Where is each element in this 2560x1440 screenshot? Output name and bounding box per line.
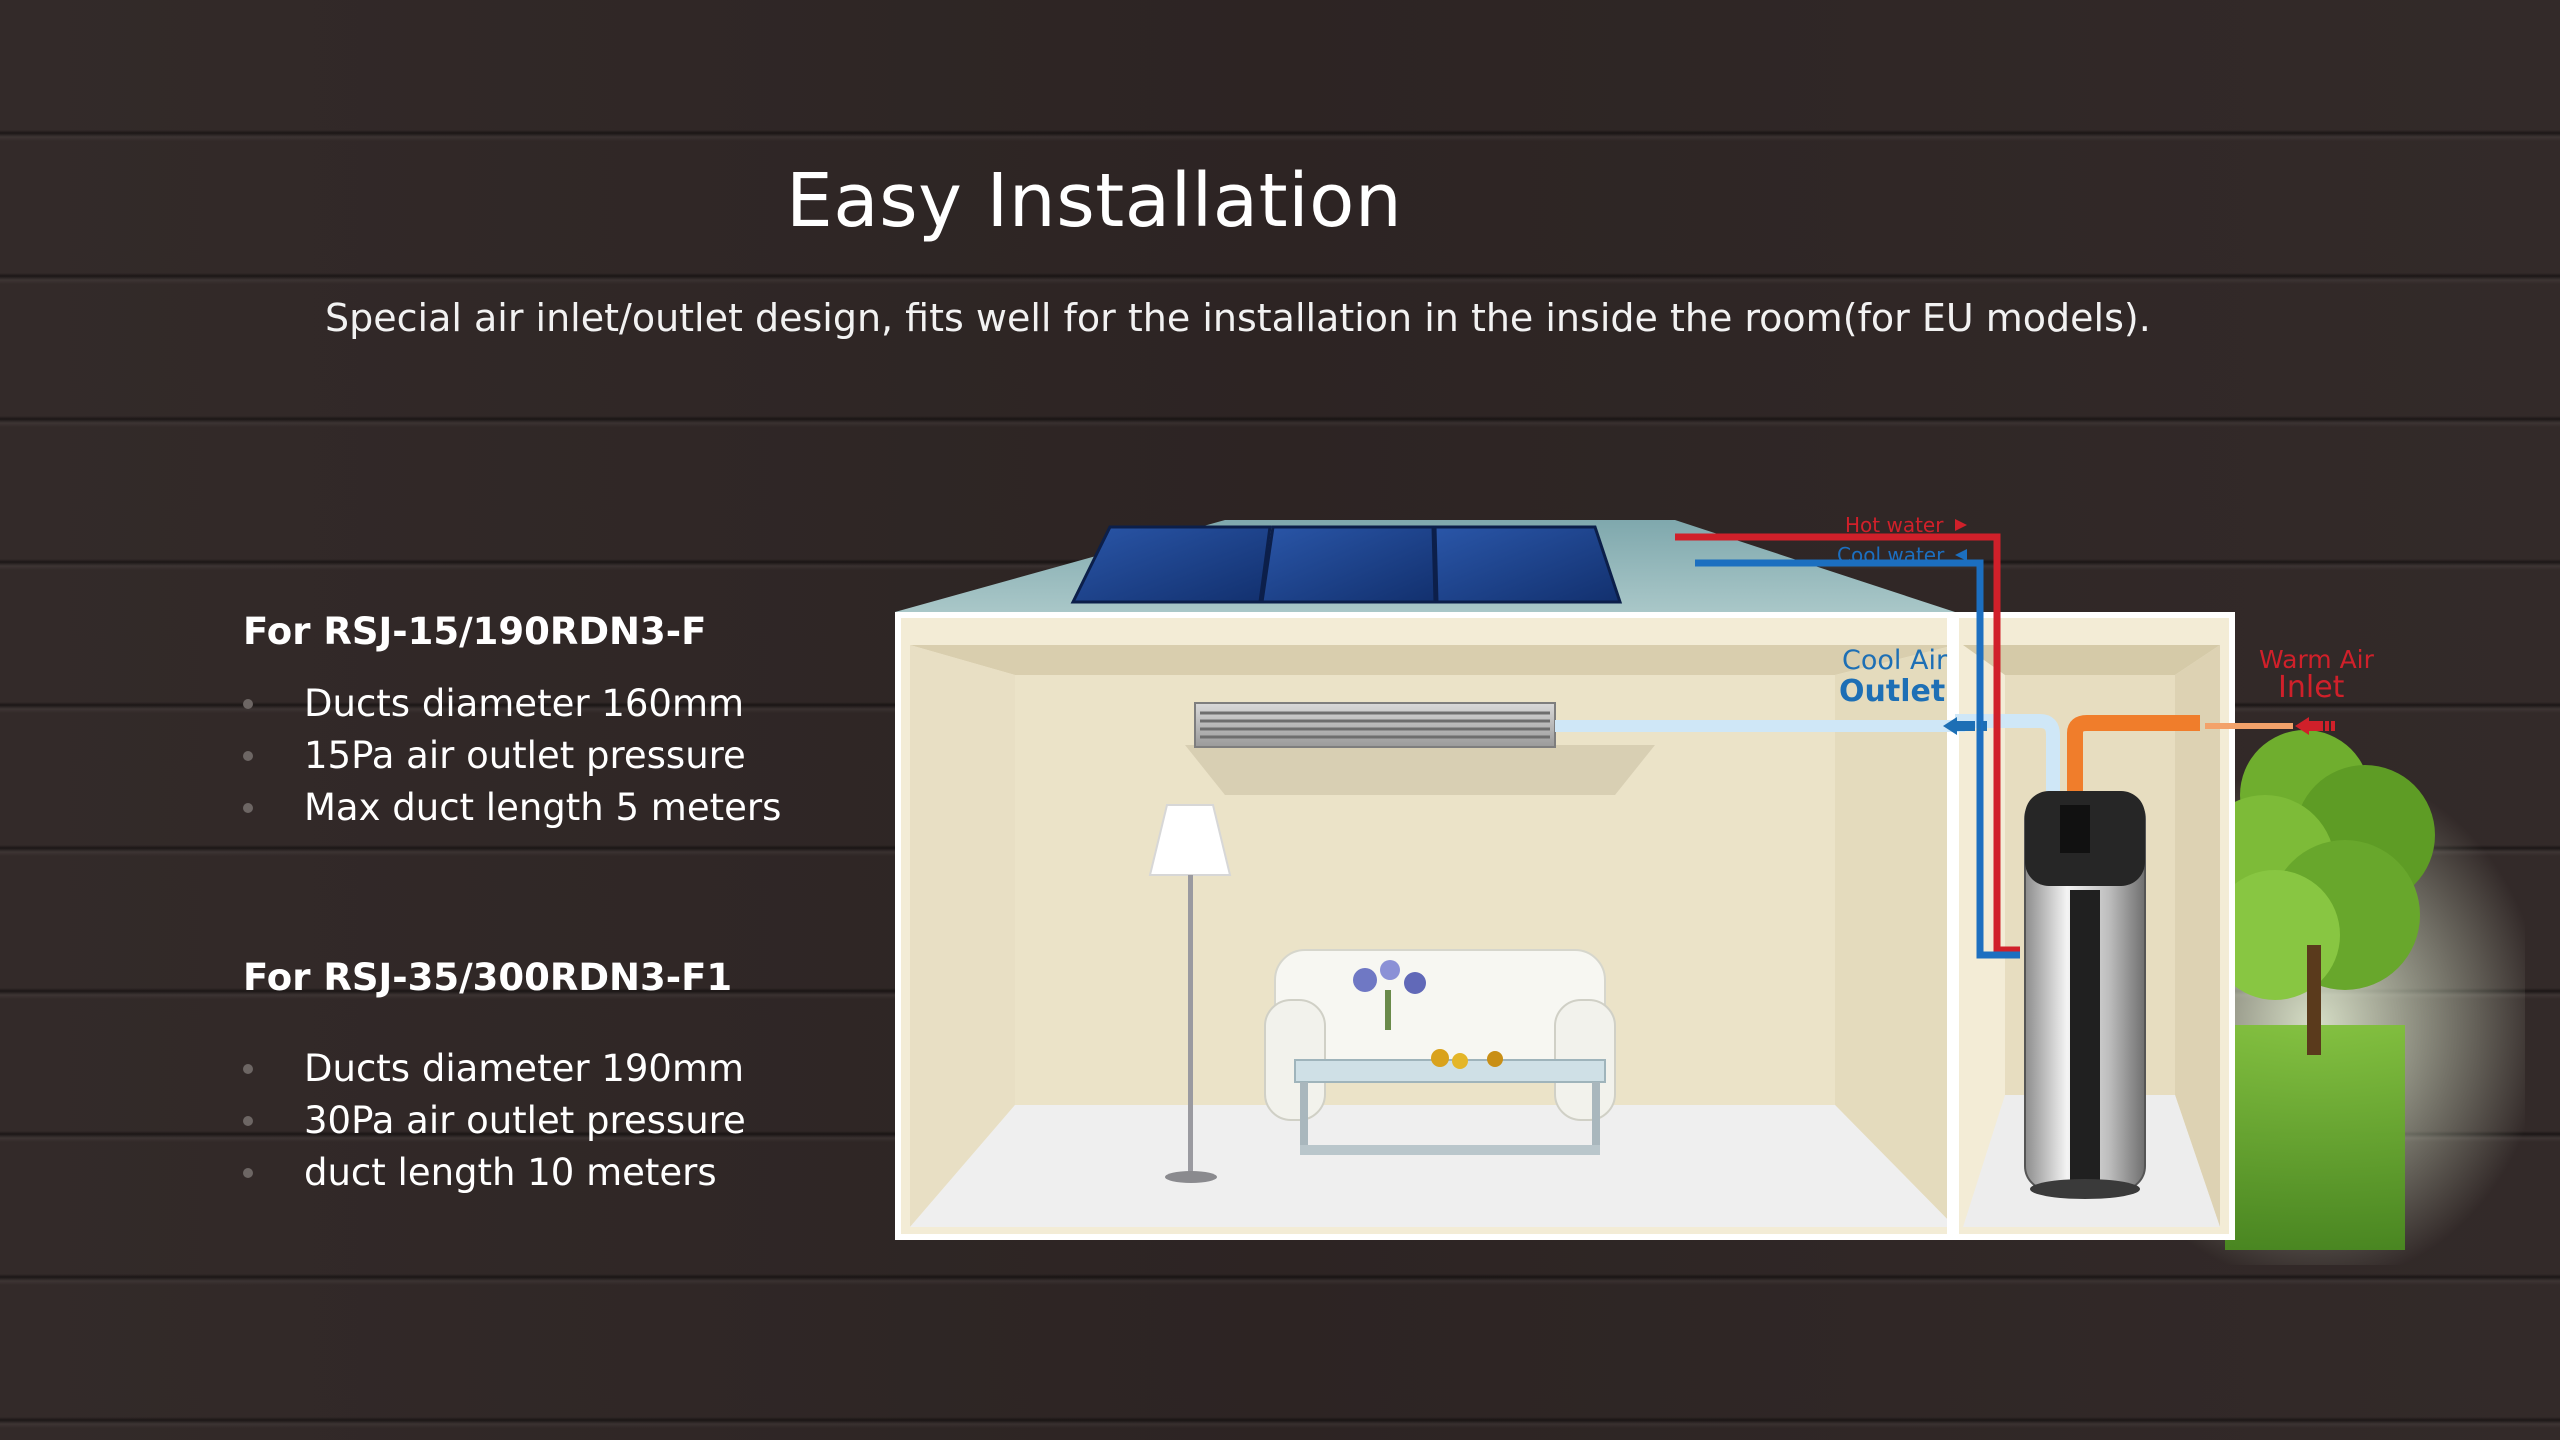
model-2-specs: Ducts diameter 190mm 30Pa air outlet pre… (243, 1043, 746, 1199)
floor-lamp (1148, 804, 1232, 1183)
warm-air-label: Warm Air (2259, 645, 2375, 674)
spec-text: duct length 10 meters (304, 1151, 717, 1194)
cool-air-arrow-icon (1943, 717, 1987, 735)
model-1-heading: For RSJ-15/190RDN3-F (243, 610, 707, 653)
warm-air-duct (2067, 715, 2200, 795)
coffee-table (1294, 1049, 1606, 1155)
room-floor (910, 1105, 1955, 1227)
water-pipes (1675, 519, 2020, 959)
spec-text: Ducts diameter 190mm (304, 1047, 745, 1090)
heat-pump-tank (2024, 791, 2146, 1199)
room-right-wall (1835, 645, 1955, 1227)
bullet-icon (243, 1168, 253, 1178)
warm-air-arrow-icon (2205, 717, 2335, 735)
spec-text: Max duct length 5 meters (304, 786, 782, 829)
spec-item: Ducts diameter 190mm (243, 1043, 746, 1095)
spec-item: duct length 10 meters (243, 1147, 746, 1199)
slide-subtitle: Special air inlet/outlet design, fits we… (325, 296, 2151, 340)
solar-panels (1070, 525, 1623, 604)
slide-title: Easy Installation (786, 158, 1403, 244)
outlet-label: Outlet (1839, 674, 1945, 709)
utility-divider (1947, 617, 1959, 1235)
cool-water-label: Cool water (1837, 543, 1945, 567)
bullet-icon (243, 1064, 253, 1074)
cool-air-label: Cool Air (1842, 645, 1948, 676)
air-vent-unit (1185, 702, 2060, 795)
inlet-label: Inlet (2278, 670, 2345, 705)
spec-item: Max duct length 5 meters (243, 782, 781, 834)
spec-text: 30Pa air outlet pressure (304, 1099, 746, 1142)
installation-diagram: Hot water Cool water Cool Air Outlet War… (895, 513, 2525, 1265)
spec-item: Ducts diameter 160mm (243, 678, 781, 730)
spec-item: 30Pa air outlet pressure (243, 1095, 746, 1147)
bullet-icon (243, 803, 253, 813)
model-2-heading: For RSJ-35/300RDN3-F1 (243, 956, 733, 999)
room-ceiling (910, 645, 1955, 675)
spec-text: 15Pa air outlet pressure (304, 734, 746, 777)
spec-item: 15Pa air outlet pressure (243, 730, 781, 782)
model-1-specs: Ducts diameter 160mm 15Pa air outlet pre… (243, 678, 781, 834)
bullet-icon (243, 1116, 253, 1126)
bullet-icon (243, 751, 253, 761)
bullet-icon (243, 699, 253, 709)
hot-water-label: Hot water (1845, 513, 1944, 537)
room-left-wall (910, 645, 1015, 1227)
spec-text: Ducts diameter 160mm (304, 682, 745, 725)
